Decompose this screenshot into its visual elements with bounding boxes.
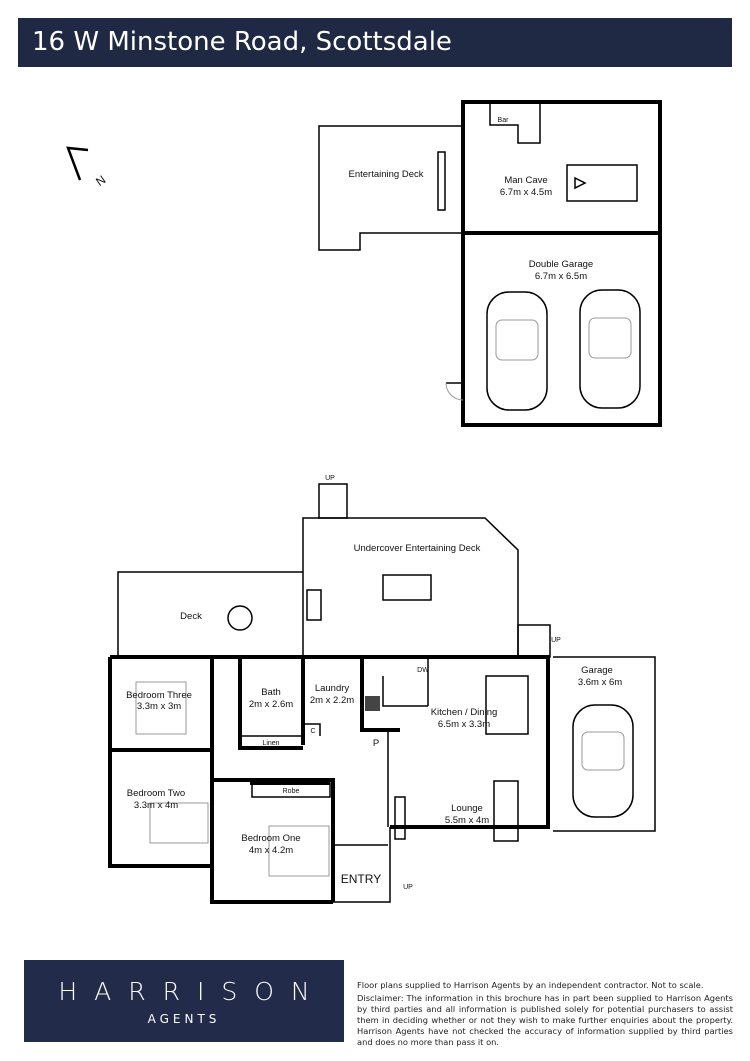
cupboard-label: C [310, 728, 315, 735]
car-icon [572, 704, 634, 818]
pantry-label: P [373, 738, 379, 749]
harrison-agents-logo: HARRISON AGENTS [24, 960, 344, 1042]
outdoor-table-icon [382, 574, 432, 601]
laundry-label: Laundry [315, 683, 350, 694]
bedroom-three-size: 3.3m x 3m [137, 701, 181, 712]
entry-label: ENTRY [341, 872, 381, 886]
north-arrow-icon: N [66, 146, 108, 189]
north-label: N [93, 173, 108, 189]
deck-label: Deck [180, 611, 202, 622]
kitchen-size: 6.5m x 3.3m [438, 719, 490, 730]
car-icon [486, 291, 548, 411]
brand-sub: AGENTS [147, 1012, 221, 1026]
linen-label: Linen [262, 740, 279, 747]
disclaimer: Floor plans supplied to Harrison Agents … [357, 980, 733, 1050]
bedroom-one-size: 4m x 4.2m [249, 845, 293, 856]
up-label: UP [325, 475, 335, 482]
man-cave-size: 6.7m x 4.5m [500, 187, 552, 198]
bedroom-three-label: Bedroom Three [126, 690, 192, 701]
double-garage-label: Double Garage [529, 259, 593, 270]
double-garage-size: 6.7m x 6.5m [535, 271, 587, 282]
kitchen-label: Kitchen / Dining [431, 707, 498, 718]
floor-plan: N Bar Entertaining Deck Man Cave 6.7m x … [66, 100, 662, 904]
bedroom-two-label: Bedroom Two [127, 788, 185, 799]
disclaimer-line1: Floor plans supplied to Harrison Agents … [357, 980, 704, 990]
entertaining-deck-label: Entertaining Deck [349, 169, 424, 180]
man-cave-label: Man Cave [504, 175, 547, 186]
pool-table-icon [566, 164, 638, 202]
garage-label: Garage [581, 665, 613, 676]
dining-table-icon [485, 675, 529, 735]
outbuilding: Bar Entertaining Deck Man Cave 6.7m x 4.… [318, 100, 662, 427]
bedroom-one-label: Bedroom One [241, 833, 300, 844]
laundry-size: 2m x 2.2m [310, 695, 354, 706]
bedroom-two-size: 3.3m x 4m [134, 800, 178, 811]
sofa-icon [493, 780, 519, 842]
disclaimer-line2: Disclaimer: The information in this broc… [357, 993, 733, 1047]
page-title: 16 W Minstone Road, Scottsdale [18, 18, 732, 67]
brand-name: HARRISON [58, 977, 327, 1006]
dishwasher-label: DW [417, 667, 429, 674]
up-label: UP [403, 884, 413, 891]
bath-size: 2m x 2.6m [249, 699, 293, 710]
undercover-deck-label: Undercover Entertaining Deck [354, 543, 481, 554]
bath-label: Bath [261, 687, 281, 698]
garage-size: 3.6m x 6m [578, 677, 622, 688]
lounge-size: 5.5m x 4m [445, 815, 489, 826]
bar-label: Bar [498, 117, 510, 124]
car-icon [579, 289, 641, 409]
robe-label: Robe [283, 788, 300, 795]
up-label: UP [551, 637, 561, 644]
main-house: UP UP Undercover Entertaining Deck Deck [108, 475, 656, 904]
lounge-label: Lounge [451, 803, 483, 814]
